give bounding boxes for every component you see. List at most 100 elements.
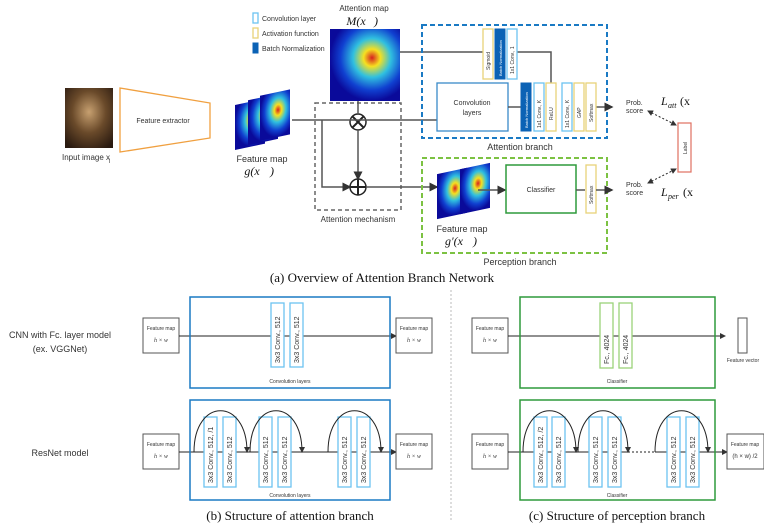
conv-bar [551,416,566,488]
prob-score-att: Prob. [626,100,643,107]
skip-connection [249,410,305,453]
input-image [65,88,113,148]
legend-conv-swatch [252,12,259,24]
fc-bar [618,302,633,369]
bn-layer-2 [494,28,506,80]
fc-bar [599,302,614,369]
feature-map-label: Feature map [236,154,287,164]
convolution-layers-box [436,82,509,132]
svg-text:L: L [660,185,668,199]
classifier-caption-res: Classifier [607,493,628,499]
cnn-label-2: (ex. VGGNet) [33,344,88,354]
conv-bar-label: 3x3 Conv., 512 [282,436,289,483]
feature-map-out-c-res-title: Feature map [731,442,760,448]
classifier-box [505,164,577,214]
feature-extractor-label: Feature extractor [136,118,190,125]
feature-map-out-c-res [726,433,764,470]
conv1x1-k-layer-2 [561,82,573,132]
svg-text:(x: (x [680,94,690,108]
conv-bar [337,416,352,488]
attention-branch-label: Attention branch [487,142,553,152]
conv-bar-s2 [533,416,548,488]
attention-map-label: Attention map [339,4,389,13]
convolution-layers-box-vgg [189,296,391,389]
fc-bar-label: Fc., 4024 [604,335,611,364]
classifier-box-resnet [519,399,716,501]
conv-bar [289,302,304,368]
g-label: g(x [244,164,260,178]
svg-text:Batch Normalization: Batch Normalization [524,92,529,128]
classifier-label: Classifier [527,187,556,194]
classifier-caption: Classifier [607,379,628,385]
svg-text:Batch Normalization: Batch Normalization [498,40,503,76]
conv-bar [685,416,700,488]
svg-text:1x1 Conv., 1: 1x1 Conv., 1 [510,46,516,74]
feature-map-in-c [471,317,509,354]
conv-bar-label: 3x3 Conv., 512 [294,316,301,363]
conv-bar-label: 3x3 Conv., 512 [593,436,600,483]
conv-bar-label: 3x3 Conv., 512 [263,436,270,483]
feature-map-out-res-title: Feature map [400,442,429,448]
input-sub: i [109,159,110,165]
attention-branch-layers: Batch Normalization 1x1 Conv., K ReLU 1x… [482,28,597,132]
caption-a: (a) Overview of Attention Branch Network [270,270,495,285]
feature-map-out-res-dim: h × w [407,454,421,460]
caption-b: (b) Structure of attention branch [206,508,374,523]
feature-vector-label: Feature vector [727,358,760,364]
bn-layer [520,82,532,132]
convolution-layers-box-resnet [189,399,391,501]
feature-map-in [142,317,180,354]
attention-branch-box [421,24,608,139]
svg-text:1x1 Conv., K: 1x1 Conv., K [537,99,543,128]
skip-connection [522,410,579,453]
conv-bar [277,416,292,488]
conv-bar-label: 3x3 Conv., 512 [690,436,697,483]
conv-bar-label: 3x3 Conv., 512 [227,436,234,483]
conv-bar-label: 3x3 Conv., 512 [342,436,349,483]
conv-bar [270,302,285,368]
conv-bar-label: 3x3 Conv., 512 [612,436,619,483]
g-label-end: ) [269,164,274,178]
svg-text:Softmax: Softmax [589,103,595,122]
m-label-end: ) [373,14,378,28]
svg-text:(x: (x [683,185,693,199]
conv-layers-label-1: Convolution [454,100,491,107]
feature-map-out-dim: h × w [407,338,421,344]
skip-connection [327,410,384,453]
perception-branch-label: Perception branch [483,257,556,267]
feature-map-in-c-dim: h × w [483,338,497,344]
feature-map-half-dim: (h × w) /2 [732,454,758,460]
feature-map-in-res [142,433,180,470]
g-prime-label: g'(x [445,234,464,248]
conv-bar-s1-label: 3x3 Conv., 512, /1 [208,427,215,483]
resnet-label: ResNet model [31,448,88,458]
svg-text:L: L [660,94,668,108]
m-label: M(x [345,14,366,28]
legend: Convolution layer Activation function Ba… [252,12,325,54]
conv-bar [607,416,622,488]
svg-text:1x1 Conv., K: 1x1 Conv., K [565,99,571,128]
feature-map-in-title: Feature map [147,326,176,332]
feature-map-in-res-title: Feature map [147,442,176,448]
legend-bn: Batch Normalization [262,46,325,53]
relu-layer [545,82,557,132]
conv-bar [588,416,603,488]
feature-map-out-title: Feature map [400,326,429,332]
feature-map-in-res-dim: h × w [154,454,168,460]
feature-map-out-res [395,433,433,470]
perception-branch-box [421,157,608,254]
feature-map-g [235,89,290,151]
legend-conv: Convolution layer [262,16,317,23]
input-label: Input image x [62,153,110,162]
caption-c: (c) Structure of perception branch [529,508,706,523]
skip-connection [577,410,631,453]
svg-text:per: per [667,192,680,201]
conv-bar-s2-label: 3x3 Conv., 512, /2 [538,427,545,483]
feature-vector [737,317,748,354]
g-prime-label-end: ) [472,234,477,248]
score-per: score [626,190,643,197]
svg-text:Softmax: Softmax [589,185,595,204]
score-att: score [626,108,643,115]
conv-bar [666,416,681,488]
